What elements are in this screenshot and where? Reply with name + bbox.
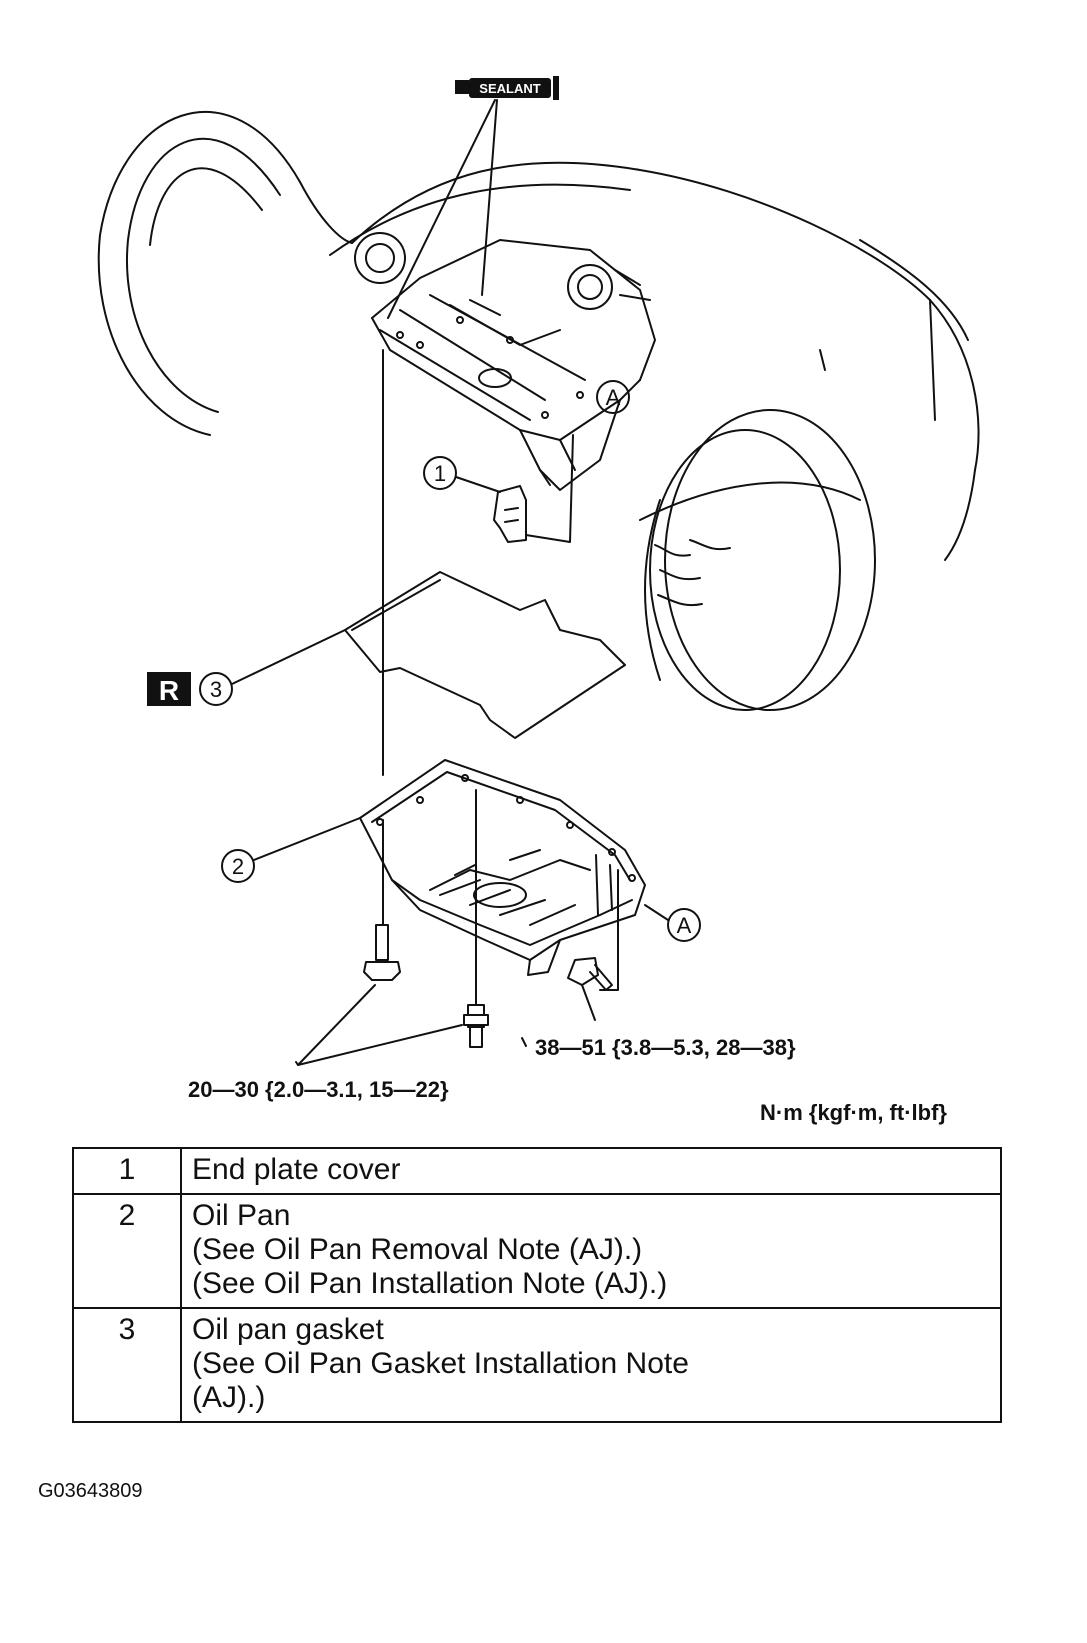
table-row: 3 Oil pan gasket (See Oil Pan Gasket Ins… xyxy=(72,1307,1002,1423)
part-description: Oil pan gasket (See Oil Pan Gasket Insta… xyxy=(180,1307,1002,1423)
svg-text:R: R xyxy=(159,675,179,706)
part-description: End plate cover xyxy=(180,1147,1002,1195)
part-number: 3 xyxy=(72,1307,182,1423)
bolt-guide-line-3 xyxy=(599,869,619,991)
svg-text:A: A xyxy=(677,913,692,938)
torque-small-bolt: 20—30 {2.0—3.1, 15—22} xyxy=(188,1077,449,1102)
table-row: 2 Oil Pan (See Oil Pan Removal Note (AJ)… xyxy=(72,1193,1002,1309)
sealant-leader-line-2 xyxy=(481,99,498,296)
part-number: 2 xyxy=(72,1193,182,1309)
part-line: (AJ).) xyxy=(192,1381,266,1414)
svg-text:1: 1 xyxy=(434,461,446,486)
sealant-leader-line xyxy=(387,99,496,319)
part-line: (See Oil Pan Removal Note (AJ).) xyxy=(192,1233,643,1266)
torque-leader-d xyxy=(581,984,596,1021)
callout-a-top: A xyxy=(596,380,630,414)
callout-1: 1 xyxy=(423,456,501,493)
sealant-tube-icon: SEALANT xyxy=(455,76,559,100)
part-line: (See Oil Pan Installation Note (AJ).) xyxy=(192,1267,668,1300)
car-body-outline xyxy=(329,161,980,561)
flange-bolt-large xyxy=(567,957,613,991)
part-line: Oil pan gasket xyxy=(192,1313,384,1346)
svg-text:2: 2 xyxy=(232,854,244,879)
torque-leader-c xyxy=(521,1037,527,1047)
exploded-view-illustration: SEALANT A 1 R 3 xyxy=(97,76,980,1066)
torque-leader-tip xyxy=(295,1061,299,1066)
parts-table: 1 End plate cover 2 Oil Pan (See Oil Pan… xyxy=(72,1147,1002,1423)
rear-tire xyxy=(644,409,876,711)
callout-a-bottom: A xyxy=(644,904,701,942)
front-tire xyxy=(97,110,353,436)
oil-pan-gasket xyxy=(344,571,626,739)
oil-pan xyxy=(359,759,646,976)
stud-bolt xyxy=(463,1004,489,1048)
torque-units: N·m {kgf·m, ft·lbf} xyxy=(760,1100,947,1125)
torque-large-bolt: 38—51 {3.8—5.3, 28—38} xyxy=(535,1035,796,1060)
torque-leader-a xyxy=(297,984,376,1066)
end-plate-cover xyxy=(493,434,574,543)
engine-block xyxy=(354,232,656,491)
svg-text:A: A xyxy=(606,385,621,410)
sealant-label: SEALANT xyxy=(479,81,540,96)
table-row: 1 End plate cover xyxy=(72,1147,1002,1195)
callout-3: 3 xyxy=(199,629,346,706)
part-line: End plate cover xyxy=(192,1153,401,1186)
part-line: Oil Pan xyxy=(192,1199,291,1232)
callout-2: 2 xyxy=(221,817,361,883)
torque-leader-b xyxy=(297,1024,463,1066)
part-number: 1 xyxy=(72,1147,182,1195)
flange-bolt-small xyxy=(363,924,401,981)
svg-text:3: 3 xyxy=(210,677,222,702)
figure-code: G03643809 xyxy=(38,1480,143,1502)
ref-mark-r: R xyxy=(147,672,191,706)
part-description: Oil Pan (See Oil Pan Removal Note (AJ).)… xyxy=(180,1193,1002,1309)
part-line: (See Oil Pan Gasket Installation Note xyxy=(192,1347,689,1380)
